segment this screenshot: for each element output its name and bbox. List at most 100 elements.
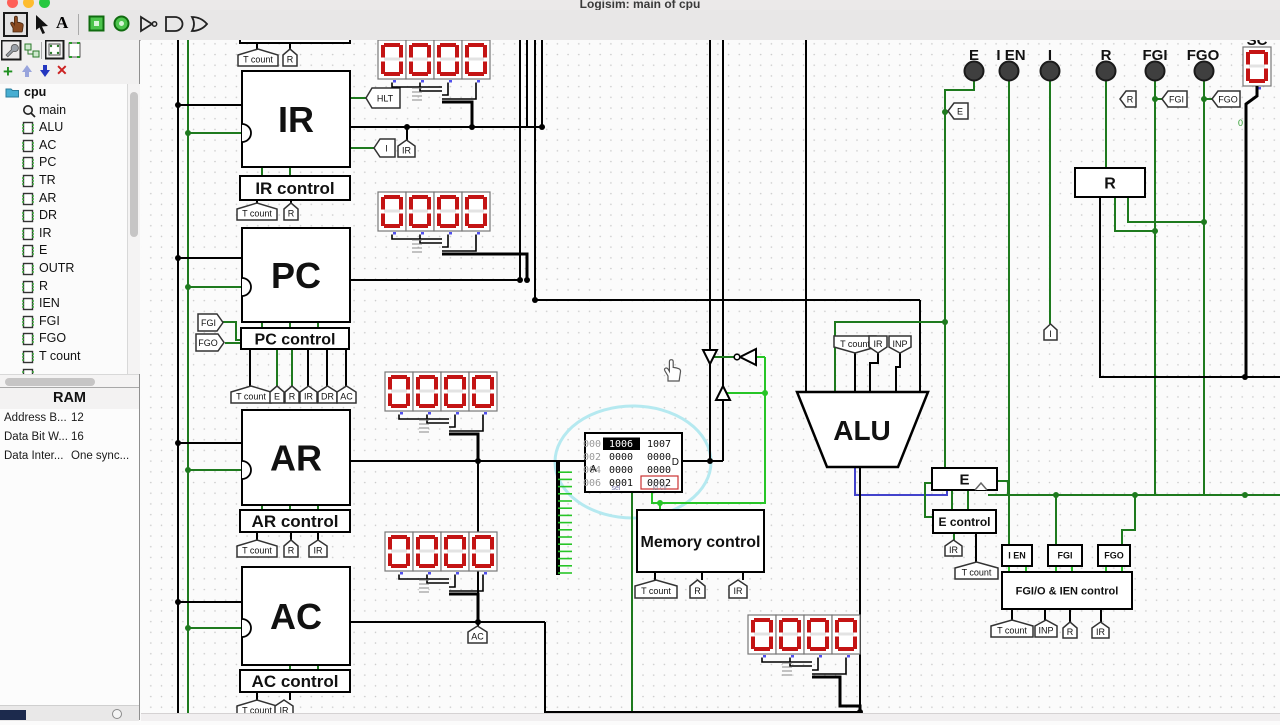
text-tool-button[interactable]: A	[56, 13, 69, 32]
block-ir-control[interactable]: IR control	[239, 175, 351, 201]
sidebar-item-fgi[interactable]: FGI	[0, 313, 127, 331]
block-e-control[interactable]: E control	[932, 509, 997, 534]
led-indicator[interactable]	[998, 60, 1020, 82]
block-fgi-o-ien-control[interactable]: FGI/O & IEN control	[1001, 571, 1133, 610]
tunnel-e[interactable]: E	[947, 102, 969, 120]
block-memory-control[interactable]: Memory control	[636, 509, 765, 573]
sidebar-item-partial[interactable]	[0, 366, 127, 374]
block-ar-control[interactable]: AR control	[239, 509, 351, 533]
sidebar-item-outr[interactable]: OUTR	[0, 260, 127, 278]
simulation-hierarchy-icon[interactable]	[24, 42, 41, 64]
tunnel-ir[interactable]: IR	[299, 385, 318, 404]
tunnel-i[interactable]: I	[373, 138, 396, 158]
tunnel-fgo[interactable]: FGO	[195, 333, 225, 352]
block-ar[interactable]: AR	[241, 409, 351, 506]
tunnel-e[interactable]: E	[269, 385, 285, 404]
block-e[interactable]: E	[931, 467, 998, 491]
poke-tool-button[interactable]	[3, 12, 28, 42]
tunnel-fgi[interactable]: FGI	[1161, 90, 1188, 108]
ram-value[interactable]: 0000	[609, 465, 633, 476]
tunnel-r[interactable]: R	[283, 202, 299, 221]
tunnel-i[interactable]: I	[1043, 322, 1058, 341]
tunnel-r[interactable]: R	[282, 48, 298, 67]
tunnel-t-count[interactable]: T count	[236, 202, 278, 221]
pc-display[interactable]	[377, 191, 529, 280]
maximize-window-button[interactable]	[39, 0, 50, 8]
tunnel-hlt[interactable]: HLT	[365, 87, 401, 109]
led-indicator[interactable]	[963, 60, 985, 82]
sidebar-item-e[interactable]: E	[0, 242, 127, 260]
block-ir[interactable]: IR	[241, 70, 351, 168]
attribute-row[interactable]: Data Inter...One sync...	[4, 450, 130, 462]
ram-value[interactable]: 0002	[647, 478, 671, 489]
sidebar-root-cpu[interactable]: cpu	[0, 84, 127, 102]
tunnel-fgi[interactable]: FGI	[197, 313, 224, 332]
led-indicator[interactable]	[1144, 60, 1166, 82]
tunnel-r[interactable]: R	[1062, 621, 1078, 639]
tree-vertical-scrollbar[interactable]	[127, 84, 140, 374]
block-pc[interactable]: PC	[241, 227, 351, 323]
ac-display[interactable]	[384, 531, 498, 622]
ram-value[interactable]: 1006	[609, 439, 633, 450]
ram-value[interactable]: 0000	[647, 452, 671, 463]
block-r[interactable]: R	[1074, 167, 1146, 198]
sc-display[interactable]	[1242, 46, 1272, 377]
sidebar-item-main[interactable]: main	[0, 102, 127, 120]
tunnel-r[interactable]: R	[1119, 90, 1137, 108]
wrench-icon[interactable]	[0, 39, 22, 66]
led-indicator[interactable]	[1039, 60, 1061, 82]
sidebar-item-t-count[interactable]: T count	[0, 348, 127, 366]
ram-component[interactable]: 0000020040061006000000000001100700000000…	[583, 432, 683, 493]
ram-value[interactable]: 1007	[647, 439, 671, 450]
out-display[interactable]	[747, 614, 862, 712]
attribute-row[interactable]: Address B...12	[4, 412, 84, 424]
add-circuit-button[interactable]: +	[3, 62, 13, 81]
block-partial[interactable]	[239, 19, 351, 44]
tunnel-t-count[interactable]: T count	[990, 619, 1034, 638]
tunnel-ir[interactable]: IR	[728, 579, 748, 599]
move-down-button[interactable]	[38, 64, 52, 83]
not-gate[interactable]	[737, 347, 757, 367]
remove-circuit-button[interactable]: ✕	[56, 62, 68, 78]
tunnel-ac[interactable]: AC	[467, 625, 488, 644]
close-window-button[interactable]	[7, 0, 18, 8]
layout-view-icon[interactable]	[44, 39, 65, 65]
tunnel-inp[interactable]: INP	[1034, 619, 1058, 638]
sidebar-item-dr[interactable]: DR	[0, 207, 127, 225]
tunnel-ir[interactable]: IR	[1091, 621, 1110, 639]
sidebar-item-pc[interactable]: PC	[0, 154, 127, 172]
tunnel-r[interactable]: R	[689, 579, 706, 599]
tunnel-inp[interactable]: INP	[888, 335, 912, 354]
sidebar-item-tr[interactable]: TR	[0, 172, 127, 190]
or-gate-tool-button[interactable]	[190, 15, 214, 38]
block-ac-control[interactable]: AC control	[239, 669, 351, 693]
tunnel-t-count[interactable]: T count	[236, 539, 278, 558]
sidebar-item-ac[interactable]: AC	[0, 137, 127, 155]
sidebar-item-ar[interactable]: AR	[0, 190, 127, 208]
tree-horizontal-scrollbar[interactable]	[0, 374, 139, 388]
tunnel-t-count[interactable]: T count	[634, 579, 678, 599]
edit-tool-button[interactable]	[32, 14, 54, 41]
not-gate-tool-button[interactable]	[139, 15, 161, 38]
block-fgi[interactable]: FGI	[1047, 544, 1083, 567]
sidebar-item-fgo[interactable]: FGO	[0, 330, 127, 348]
controlled-buffer-down[interactable]	[701, 349, 719, 367]
block-fgo[interactable]: FGO	[1097, 544, 1131, 567]
zoom-control-icon[interactable]	[112, 709, 122, 719]
sidebar-item-alu[interactable]: ALU	[0, 119, 127, 137]
block-alu[interactable]: ALU	[795, 390, 930, 469]
tunnel-r[interactable]: R	[283, 539, 299, 558]
led-indicator[interactable]	[1193, 60, 1215, 82]
sidebar-item-ir[interactable]: IR	[0, 225, 127, 243]
appearance-view-icon[interactable]	[67, 42, 84, 64]
input-pin-tool-button[interactable]	[88, 15, 106, 38]
attribute-row[interactable]: Data Bit W...16	[4, 431, 84, 443]
tunnel-ac[interactable]: AC	[336, 385, 357, 404]
minimize-window-button[interactable]	[23, 0, 34, 8]
block-pc-control[interactable]: PC control	[240, 327, 350, 350]
tunnel-ir[interactable]: IR	[868, 335, 888, 354]
move-up-button[interactable]	[20, 64, 34, 83]
output-pin-tool-button[interactable]	[113, 15, 131, 38]
tunnel-r[interactable]: R	[284, 385, 300, 404]
tunnel-t-count[interactable]: T count	[237, 48, 279, 67]
